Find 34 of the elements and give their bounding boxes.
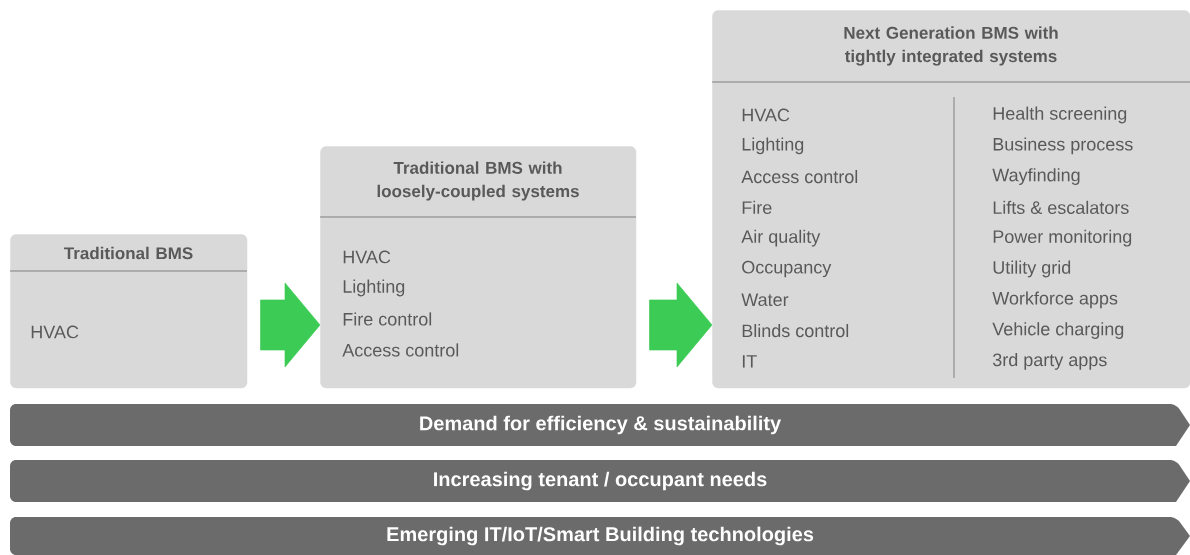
list-item: Water [741,293,789,307]
list-item: HVAC [343,250,391,264]
system-box [9,234,248,389]
list-item: Vehicle charging [992,322,1124,339]
list-item: Access control [741,170,858,184]
block-arrow [260,282,321,368]
box-heading: Traditional BMS with loosely-coupled systems [377,161,579,201]
banner: Increasing tenant / occupant needs [10,460,1190,502]
list-item: Fire control [343,312,432,326]
list-item: Wayfinding [992,168,1080,185]
banner: Emerging IT/IoT/Smart Building technologies [10,517,1190,555]
box-heading: Next Generation BMS with tightly integrated systems [844,26,1058,66]
list-item: Occupancy [742,260,832,278]
list-item: Blinds control [742,324,849,338]
list-item: Lifts & escalators [993,200,1129,214]
banner: Demand for efficiency & sustainability [10,404,1190,446]
list-item: Lighting [742,137,804,155]
list-item: Access control [342,343,459,357]
list-item: Air quality [741,229,821,247]
list-item: Workforce apps [992,291,1118,309]
system-box [319,146,637,389]
list-item: IT [742,355,757,368]
list-item: Fire [742,200,772,214]
list-item: HVAC [31,325,79,339]
list-item: Business process [993,137,1133,155]
list-item: Utility grid [993,260,1071,278]
list-item: Power monitoring [993,229,1132,247]
list-item: HVAC [742,108,790,122]
list-item: Lighting [343,279,405,297]
block-arrow [649,282,713,368]
box-heading: Traditional BMS [64,246,193,260]
list-item: Health screening [993,106,1127,124]
list-item: 3rd party apps [992,353,1107,370]
system-box [711,10,1190,389]
